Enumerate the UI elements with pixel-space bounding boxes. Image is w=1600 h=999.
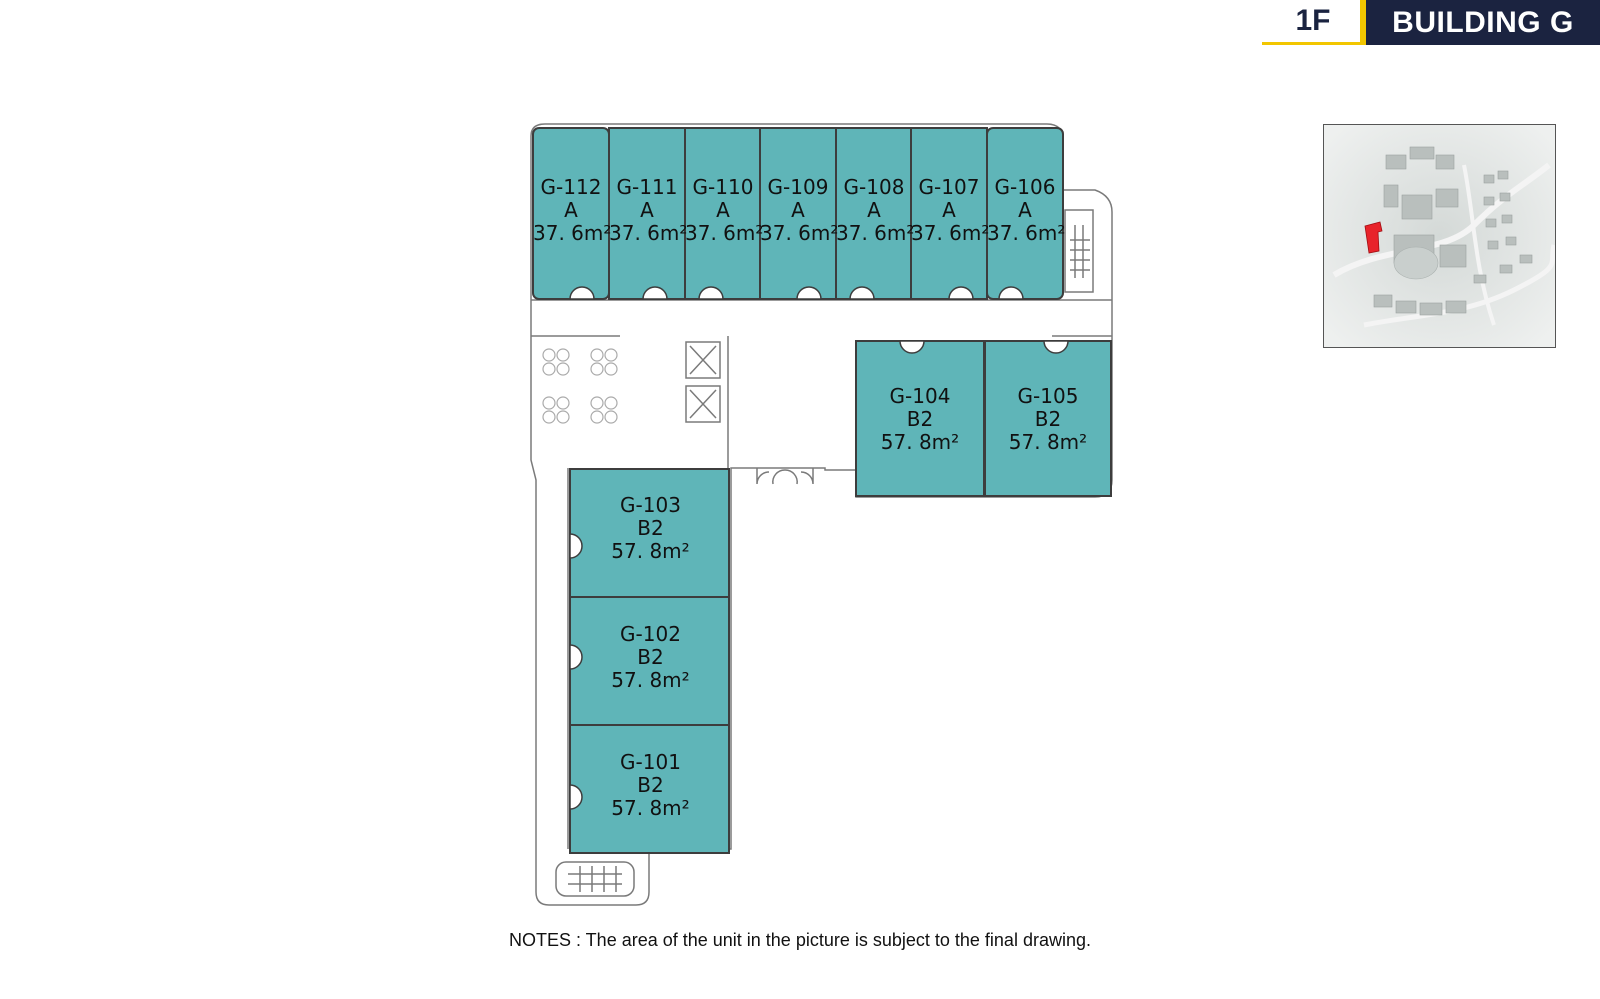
door-swing-icon — [698, 286, 724, 300]
door-swing-icon — [899, 340, 925, 354]
unit-g-102 — [569, 596, 730, 726]
door-swing-icon — [569, 533, 583, 559]
building-g-highlight — [1364, 221, 1383, 254]
door-swing-icon — [998, 286, 1024, 300]
building-label: BUILDING G — [1366, 0, 1600, 45]
door-swing-icon — [849, 286, 875, 300]
site-key-plan-map — [1324, 125, 1555, 347]
planter-icons — [542, 348, 618, 424]
door-swing-icon — [1043, 340, 1069, 354]
notes-text: NOTES : The area of the unit in the pict… — [509, 930, 1091, 950]
door-swing-icon — [948, 286, 974, 300]
header-accent-bar — [1360, 0, 1366, 45]
door-swing-icon — [569, 784, 583, 810]
unit-g-103 — [569, 468, 730, 598]
unit-g-101 — [569, 724, 730, 854]
unit-g-106 — [986, 127, 1064, 300]
door-swing-icon — [642, 286, 668, 300]
floor-label: 1F — [1262, 0, 1364, 45]
door-swing-icon — [796, 286, 822, 300]
door-swing-icon — [569, 644, 583, 670]
unit-g-109 — [759, 127, 837, 300]
unit-g-107 — [910, 127, 988, 300]
site-key-plan — [1323, 124, 1556, 348]
door-swing-icon — [569, 286, 595, 300]
unit-g-105 — [984, 340, 1112, 497]
unit-g-110 — [684, 127, 762, 300]
